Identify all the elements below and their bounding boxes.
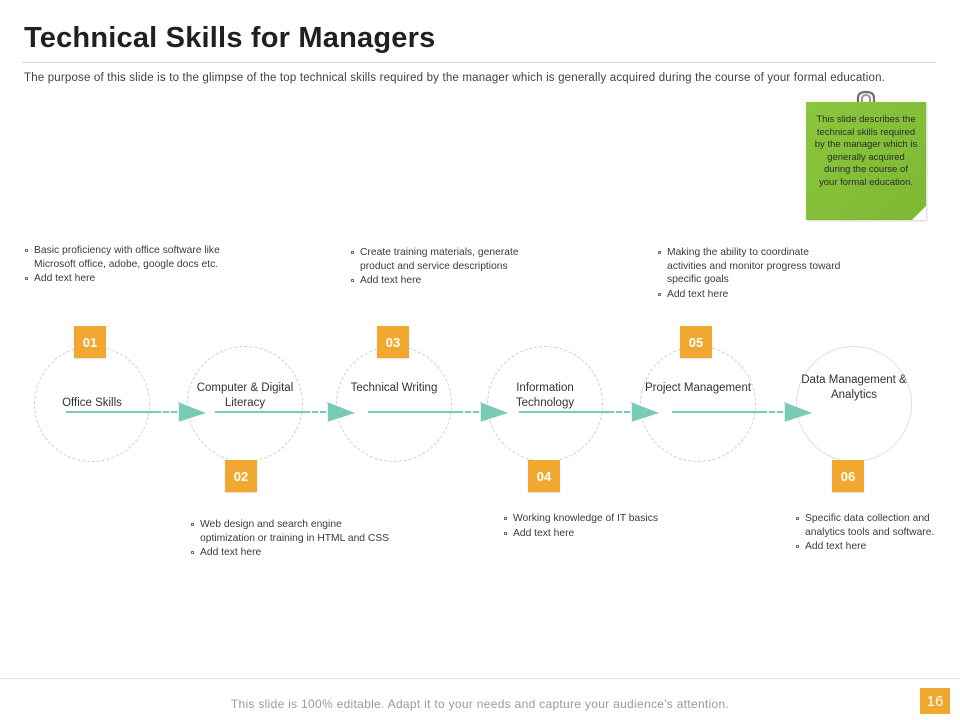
- step-badge-5: 05: [680, 326, 712, 358]
- paper-clip-icon: [856, 90, 876, 114]
- note-block-bottom-left: Web design and search engine optimizatio…: [190, 518, 390, 561]
- note-block-bottom-right: Specific data collection and analytics t…: [795, 512, 940, 555]
- step-badge-1: 01: [74, 326, 106, 358]
- note-block-bottom-middle: Working knowledge of IT basics Add text …: [503, 512, 703, 541]
- flow-arrow-4: [519, 402, 659, 422]
- list-item: Add text here: [795, 540, 940, 554]
- process-flow-diagram: Office Skills Computer & Digital Literac…: [0, 300, 960, 520]
- step-label-5: Project Management: [644, 382, 752, 394]
- list-item: Add text here: [190, 546, 390, 560]
- note-block-top-left: Basic proficiency with office software l…: [24, 244, 224, 287]
- step-label-2: Computer & Digital Literacy: [196, 382, 294, 409]
- list-item: Add text here: [657, 288, 847, 302]
- list-item: Add text here: [350, 274, 550, 288]
- note-block-top-middle: Create training materials, generate prod…: [350, 246, 550, 289]
- list-item: Add text here: [503, 527, 703, 541]
- flow-arrow-3: [368, 402, 508, 422]
- step-circle-6: [796, 346, 912, 462]
- list-item: Working knowledge of IT basics: [503, 512, 703, 526]
- sticky-note-fold: [912, 206, 926, 220]
- list-item: Making the ability to coordinate activit…: [657, 246, 847, 287]
- sticky-note-text: This slide describes the technical skill…: [814, 114, 918, 188]
- step-label-4: Information Technology: [515, 382, 575, 409]
- note-block-top-right: Making the ability to coordinate activit…: [657, 246, 847, 302]
- step-label-1: Office Skills: [62, 397, 122, 409]
- step-badge-2: 02: [225, 460, 257, 492]
- slide-subtitle: The purpose of this slide is to the glim…: [24, 72, 886, 84]
- list-item: Add text here: [24, 272, 224, 286]
- step-badge-4: 04: [528, 460, 560, 492]
- footer-note: This slide is 100% editable. Adapt it to…: [230, 697, 730, 711]
- list-item: Create training materials, generate prod…: [350, 246, 550, 273]
- flow-arrow-1: [66, 402, 206, 422]
- list-item: Basic proficiency with office software l…: [24, 244, 224, 271]
- step-badge-3: 03: [377, 326, 409, 358]
- page-number-badge: 16: [920, 688, 950, 714]
- step-label-3: Technical Writing: [350, 382, 438, 394]
- title-divider: [22, 62, 936, 63]
- step-badge-6: 06: [832, 460, 864, 492]
- footer-divider: [0, 678, 960, 679]
- page-title: Technical Skills for Managers: [24, 22, 436, 54]
- list-item: Specific data collection and analytics t…: [795, 512, 940, 539]
- sticky-note: This slide describes the technical skill…: [806, 102, 926, 220]
- list-item: Web design and search engine optimizatio…: [190, 518, 390, 545]
- flow-arrow-5: [672, 402, 812, 422]
- flow-arrow-2: [215, 402, 355, 422]
- step-label-6: Data Management & Analytics: [801, 374, 907, 401]
